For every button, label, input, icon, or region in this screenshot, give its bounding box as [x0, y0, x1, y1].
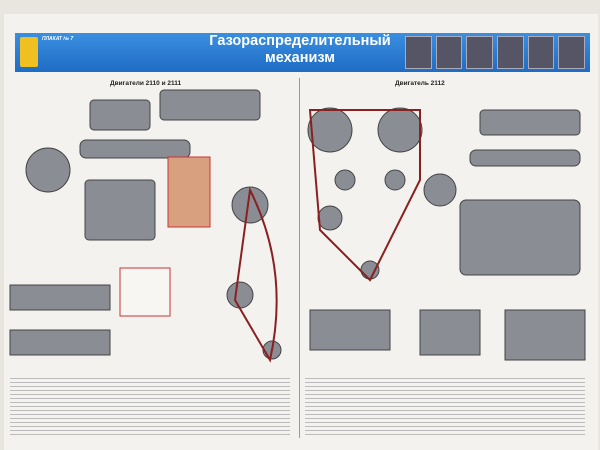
- cover: [479, 109, 581, 136]
- bearing-cap: [89, 99, 151, 131]
- cylinder-head: [84, 179, 156, 241]
- gear: [317, 205, 343, 231]
- title-line-1: Газораспределительный: [209, 33, 391, 49]
- cylinder-head-cover: [159, 89, 261, 121]
- head-section: [9, 284, 111, 311]
- hand-illustration: [167, 156, 211, 228]
- gear: [423, 173, 457, 207]
- gear: [377, 107, 423, 153]
- gear: [334, 169, 356, 191]
- camshaft: [469, 149, 581, 167]
- gear: [360, 260, 380, 280]
- camshaft: [79, 139, 191, 159]
- publisher-logo: [20, 37, 38, 67]
- section-title-right: Двигатель 2112: [395, 80, 445, 87]
- title-line-2: механизм: [265, 50, 335, 66]
- poster-title: Газораспределительный механизм: [150, 33, 450, 67]
- poster-label: ПЛАКАТ № 7: [42, 36, 74, 42]
- legend-text-right: [305, 375, 585, 435]
- valve-detail: [504, 309, 586, 361]
- cylinder-head: [459, 199, 581, 276]
- head-section: [309, 309, 391, 351]
- gear: [226, 281, 254, 309]
- book-covers: [405, 36, 586, 69]
- gear: [384, 169, 406, 191]
- gear: [307, 107, 353, 153]
- header-band: [15, 33, 590, 72]
- head-section: [9, 329, 111, 356]
- camshaft-gear: [25, 147, 71, 193]
- section-title-left: Двигатели 2110 и 2111: [110, 80, 182, 87]
- section-divider: [299, 78, 300, 438]
- gear: [231, 186, 269, 224]
- timing-belt: [233, 109, 421, 363]
- legend-text-left: [10, 375, 290, 435]
- valve-detail: [419, 309, 481, 356]
- inset-frame: [119, 267, 171, 317]
